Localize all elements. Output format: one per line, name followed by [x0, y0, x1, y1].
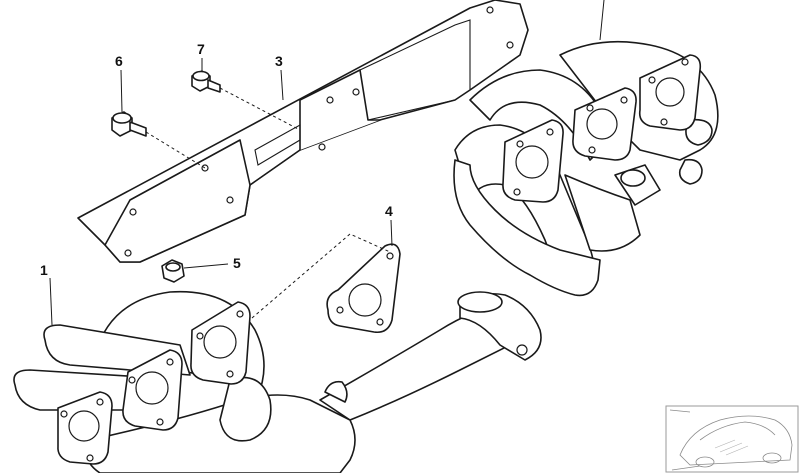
callout-7: 7 — [197, 41, 205, 71]
bolt-part-7 — [191, 70, 301, 131]
callout-label-1: 1 — [40, 262, 48, 278]
callout-4: 4 — [385, 203, 393, 247]
gasket-part-4 — [251, 233, 401, 334]
vehicle-location-thumbnail — [665, 405, 799, 473]
exhaust-manifold-upper — [453, 0, 719, 297]
exhaust-manifold-lower — [13, 277, 542, 473]
callout-6: 6 — [115, 53, 123, 113]
callout-label-7: 7 — [197, 41, 205, 57]
callout-label-4: 4 — [385, 203, 393, 219]
callout-1: 1 — [40, 262, 48, 278]
callout-label-5: 5 — [233, 255, 241, 271]
bolt-part-6 — [111, 111, 206, 169]
callout-3: 3 — [275, 53, 284, 101]
callout-label-6: 6 — [115, 53, 123, 69]
nut-part-5 — [161, 259, 185, 283]
callout-label-3: 3 — [275, 53, 283, 69]
callout-5: 5 — [183, 255, 241, 271]
heat-shield — [77, 0, 529, 263]
